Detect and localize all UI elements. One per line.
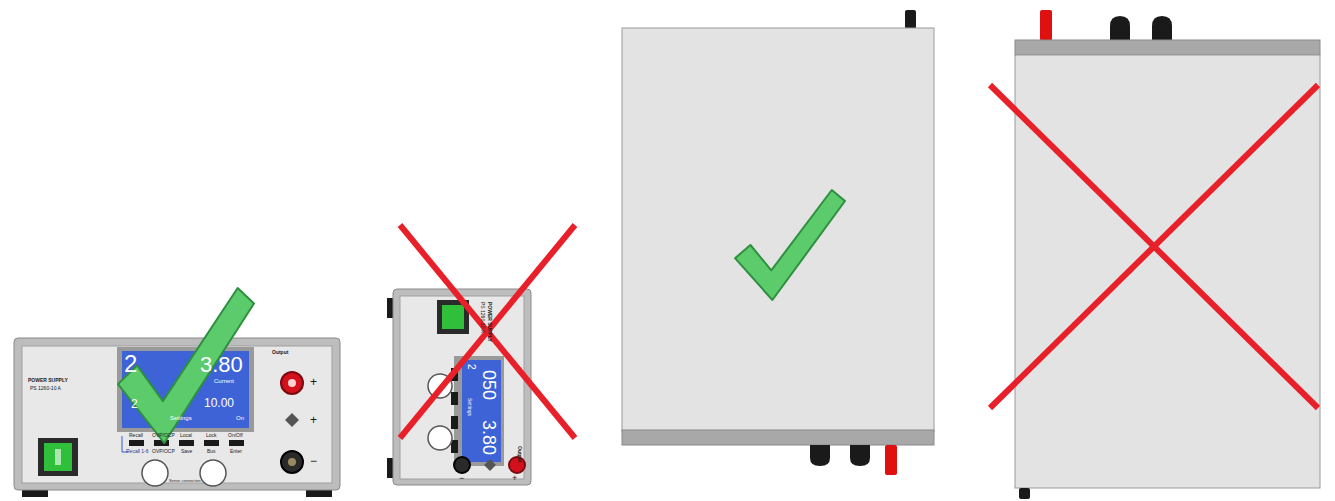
button-label: Save bbox=[181, 449, 192, 454]
model-name: POWER SUPPLY bbox=[487, 302, 492, 342]
check-mark bbox=[118, 288, 254, 443]
push-button bbox=[179, 440, 194, 446]
check-mark bbox=[735, 190, 845, 300]
power-switch-frame bbox=[38, 438, 78, 476]
display-value: 3.80 bbox=[480, 420, 498, 455]
rear-knob bbox=[905, 10, 916, 29]
ground-terminal bbox=[285, 413, 299, 427]
display-caption: Current bbox=[214, 378, 234, 384]
model-number: PS 1260-10 A bbox=[30, 386, 61, 391]
switch-mark bbox=[55, 449, 61, 465]
front-view-upright bbox=[14, 338, 340, 497]
rotary-knob bbox=[142, 460, 168, 486]
button-label: OVP/OCP bbox=[152, 449, 175, 454]
model-name: POWER SUPPLY bbox=[28, 378, 68, 383]
terminal-sign: + bbox=[310, 414, 317, 426]
display-digit: 2 bbox=[124, 352, 137, 376]
display-caption: Settings bbox=[170, 415, 192, 421]
output-label: Output bbox=[272, 350, 288, 355]
model-number: PS 1260-10 A bbox=[480, 302, 485, 333]
button-label: Enter bbox=[230, 449, 242, 454]
button-label: Bus bbox=[207, 449, 216, 454]
display-frame bbox=[454, 356, 504, 466]
device-top bbox=[622, 28, 934, 432]
button-label: Recall bbox=[129, 433, 143, 438]
output-label: Output bbox=[517, 446, 522, 462]
push-button bbox=[129, 440, 144, 446]
cross-mark bbox=[990, 85, 1318, 408]
display-caption: Settings bbox=[467, 398, 472, 416]
terminal-sign: − bbox=[459, 474, 464, 483]
rotary-knob bbox=[200, 460, 226, 486]
device-top bbox=[1015, 55, 1320, 488]
device-housing bbox=[393, 289, 531, 485]
knob bbox=[850, 445, 870, 466]
rear-knob bbox=[1019, 488, 1030, 499]
display-digit: 2 bbox=[466, 364, 476, 370]
knob bbox=[810, 445, 830, 466]
connector-label: Sense connection bbox=[169, 479, 201, 483]
cross-mark bbox=[400, 225, 575, 438]
top-view-wrong bbox=[1015, 10, 1320, 499]
terminal-sign: + bbox=[310, 376, 317, 388]
button-label: OVP/OCP bbox=[152, 433, 175, 438]
cross-mark bbox=[400, 225, 575, 438]
terminal-sign: − bbox=[310, 455, 317, 467]
power-switch bbox=[44, 443, 72, 471]
display-value: 10.00 bbox=[204, 397, 234, 409]
rotary-knob bbox=[428, 426, 452, 450]
front-panel-edge bbox=[622, 430, 934, 445]
terminal-hole bbox=[288, 458, 296, 466]
push-button bbox=[229, 440, 244, 446]
front-panel bbox=[400, 296, 524, 479]
cross-mark bbox=[990, 85, 1318, 408]
lcd-display bbox=[462, 360, 501, 462]
button-label: Lock bbox=[206, 433, 217, 438]
ground-terminal bbox=[484, 459, 496, 471]
button-label: On/Off bbox=[228, 433, 243, 438]
button-label: Local bbox=[180, 433, 192, 438]
top-view-correct bbox=[622, 10, 934, 475]
black-terminal bbox=[454, 457, 470, 473]
terminal-hole bbox=[288, 379, 296, 387]
terminal-sign: + bbox=[512, 474, 517, 483]
display-value: 3.80 bbox=[200, 354, 243, 376]
display-digit: 2 bbox=[131, 398, 138, 410]
black-terminal bbox=[281, 451, 303, 473]
red-terminal bbox=[281, 372, 303, 394]
push-button bbox=[451, 392, 458, 405]
display-caption: On bbox=[236, 415, 244, 421]
button-label: Recall 1-6 bbox=[126, 449, 149, 454]
front-panel-edge bbox=[1015, 40, 1320, 55]
power-switch bbox=[442, 305, 464, 329]
red-terminal bbox=[1040, 10, 1052, 41]
knob bbox=[1110, 16, 1130, 40]
push-button bbox=[451, 416, 458, 429]
display-value: 050 bbox=[480, 370, 498, 400]
marks bbox=[118, 85, 1318, 443]
knob bbox=[1152, 16, 1172, 40]
red-terminal bbox=[885, 445, 897, 475]
push-button bbox=[204, 440, 219, 446]
front-view-rotated bbox=[387, 289, 531, 485]
